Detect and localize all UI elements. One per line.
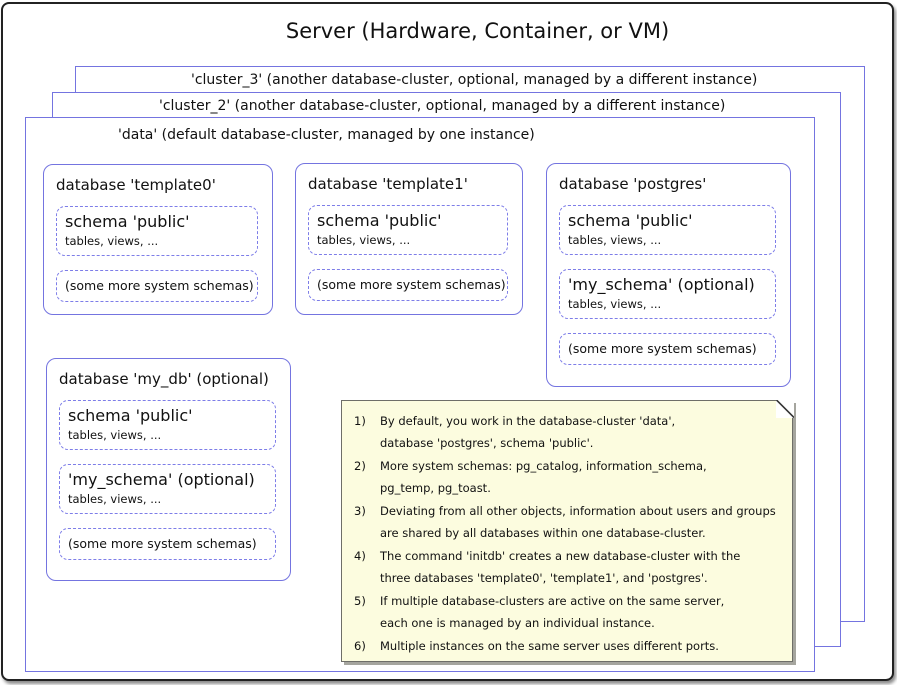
schema-list: schema 'public' tables, views, ... 'my_s… <box>559 205 776 365</box>
schema-box-public: schema 'public' tables, views, ... <box>559 205 776 255</box>
note-item: 2) More system schemas: pg_catalog, info… <box>354 456 782 499</box>
system-schemas-box: (some more system schemas) <box>308 269 508 301</box>
schema-title: schema 'public' <box>568 211 693 230</box>
schema-title: 'my_schema' (optional) <box>568 275 755 294</box>
note-item: 1) By default, you work in the database-… <box>354 411 782 454</box>
schema-list: schema 'public' tables, views, ... (some… <box>308 205 508 301</box>
database-title: database 'postgres' <box>559 175 707 193</box>
note-item-text: By default, you work in the database-clu… <box>380 414 676 450</box>
database-title: database 'my_db' (optional) <box>59 370 269 388</box>
schema-contents: tables, views, ... <box>65 234 159 248</box>
system-schemas-box: (some more system schemas) <box>56 270 258 302</box>
schema-list: schema 'public' tables, views, ... 'my_s… <box>59 400 276 560</box>
schema-contents: tables, views, ... <box>568 233 662 247</box>
database-box-my-db: database 'my_db' (optional) schema 'publ… <box>46 358 291 581</box>
note-item: 4) The command 'initdb' creates a new da… <box>354 546 782 589</box>
note-item-text: The command 'initdb' creates a new datab… <box>380 549 741 585</box>
note-item: 6) Multiple instances on the same server… <box>354 636 782 658</box>
note-item-number: 2) <box>354 459 366 473</box>
schema-contents: tables, views, ... <box>568 297 662 311</box>
note-item-number: 5) <box>354 594 366 608</box>
schema-box-my-schema: 'my_schema' (optional) tables, views, ..… <box>559 269 776 319</box>
schema-title: schema 'public' <box>65 212 190 231</box>
schema-title: schema 'public' <box>317 211 442 230</box>
schema-list: schema 'public' tables, views, ... (some… <box>56 206 258 302</box>
note-item-text: Deviating from all other objects, inform… <box>380 504 776 540</box>
database-title: database 'template1' <box>308 175 468 193</box>
schema-box-public: schema 'public' tables, views, ... <box>308 205 508 255</box>
schema-box-public: schema 'public' tables, views, ... <box>59 400 276 450</box>
database-title: database 'template0' <box>56 176 216 194</box>
note-item-number: 6) <box>354 639 366 653</box>
cluster-label-cluster-2: 'cluster_2' (another database-cluster, o… <box>159 98 726 114</box>
folded-corner-icon <box>775 399 794 418</box>
note-item-text: More system schemas: pg_catalog, informa… <box>380 459 707 495</box>
database-box-postgres: database 'postgres' schema 'public' tabl… <box>546 163 791 387</box>
note-item-number: 1) <box>354 414 366 428</box>
note-item-number: 3) <box>354 504 366 518</box>
schema-title: schema 'public' <box>68 406 193 425</box>
cluster-label-data: 'data' (default database-cluster, manage… <box>118 127 535 143</box>
note-item: 5) If multiple database-clusters are act… <box>354 591 782 634</box>
schema-box-public: schema 'public' tables, views, ... <box>56 206 258 256</box>
database-box-template0: database 'template0' schema 'public' tab… <box>43 164 273 315</box>
system-schemas-box: (some more system schemas) <box>559 333 776 365</box>
cluster-label-cluster-3: 'cluster_3' (another database-cluster, o… <box>191 72 758 88</box>
page-title: Server (Hardware, Container, or VM) <box>285 19 670 43</box>
database-box-template1: database 'template1' schema 'public' tab… <box>295 163 523 315</box>
schema-contents: tables, views, ... <box>68 428 162 442</box>
note-box: 1) By default, you work in the database-… <box>341 399 794 662</box>
schema-title: 'my_schema' (optional) <box>68 470 255 489</box>
note-item: 3) Deviating from all other objects, inf… <box>354 501 782 544</box>
note-item-text: If multiple database-clusters are active… <box>380 594 725 630</box>
schema-contents: tables, views, ... <box>317 233 411 247</box>
schema-box-my-schema: 'my_schema' (optional) tables, views, ..… <box>59 464 276 514</box>
schema-contents: tables, views, ... <box>68 492 162 506</box>
note-item-number: 4) <box>354 549 366 563</box>
system-schemas-box: (some more system schemas) <box>59 528 276 560</box>
note-item-text: Multiple instances on the same server us… <box>380 639 719 653</box>
